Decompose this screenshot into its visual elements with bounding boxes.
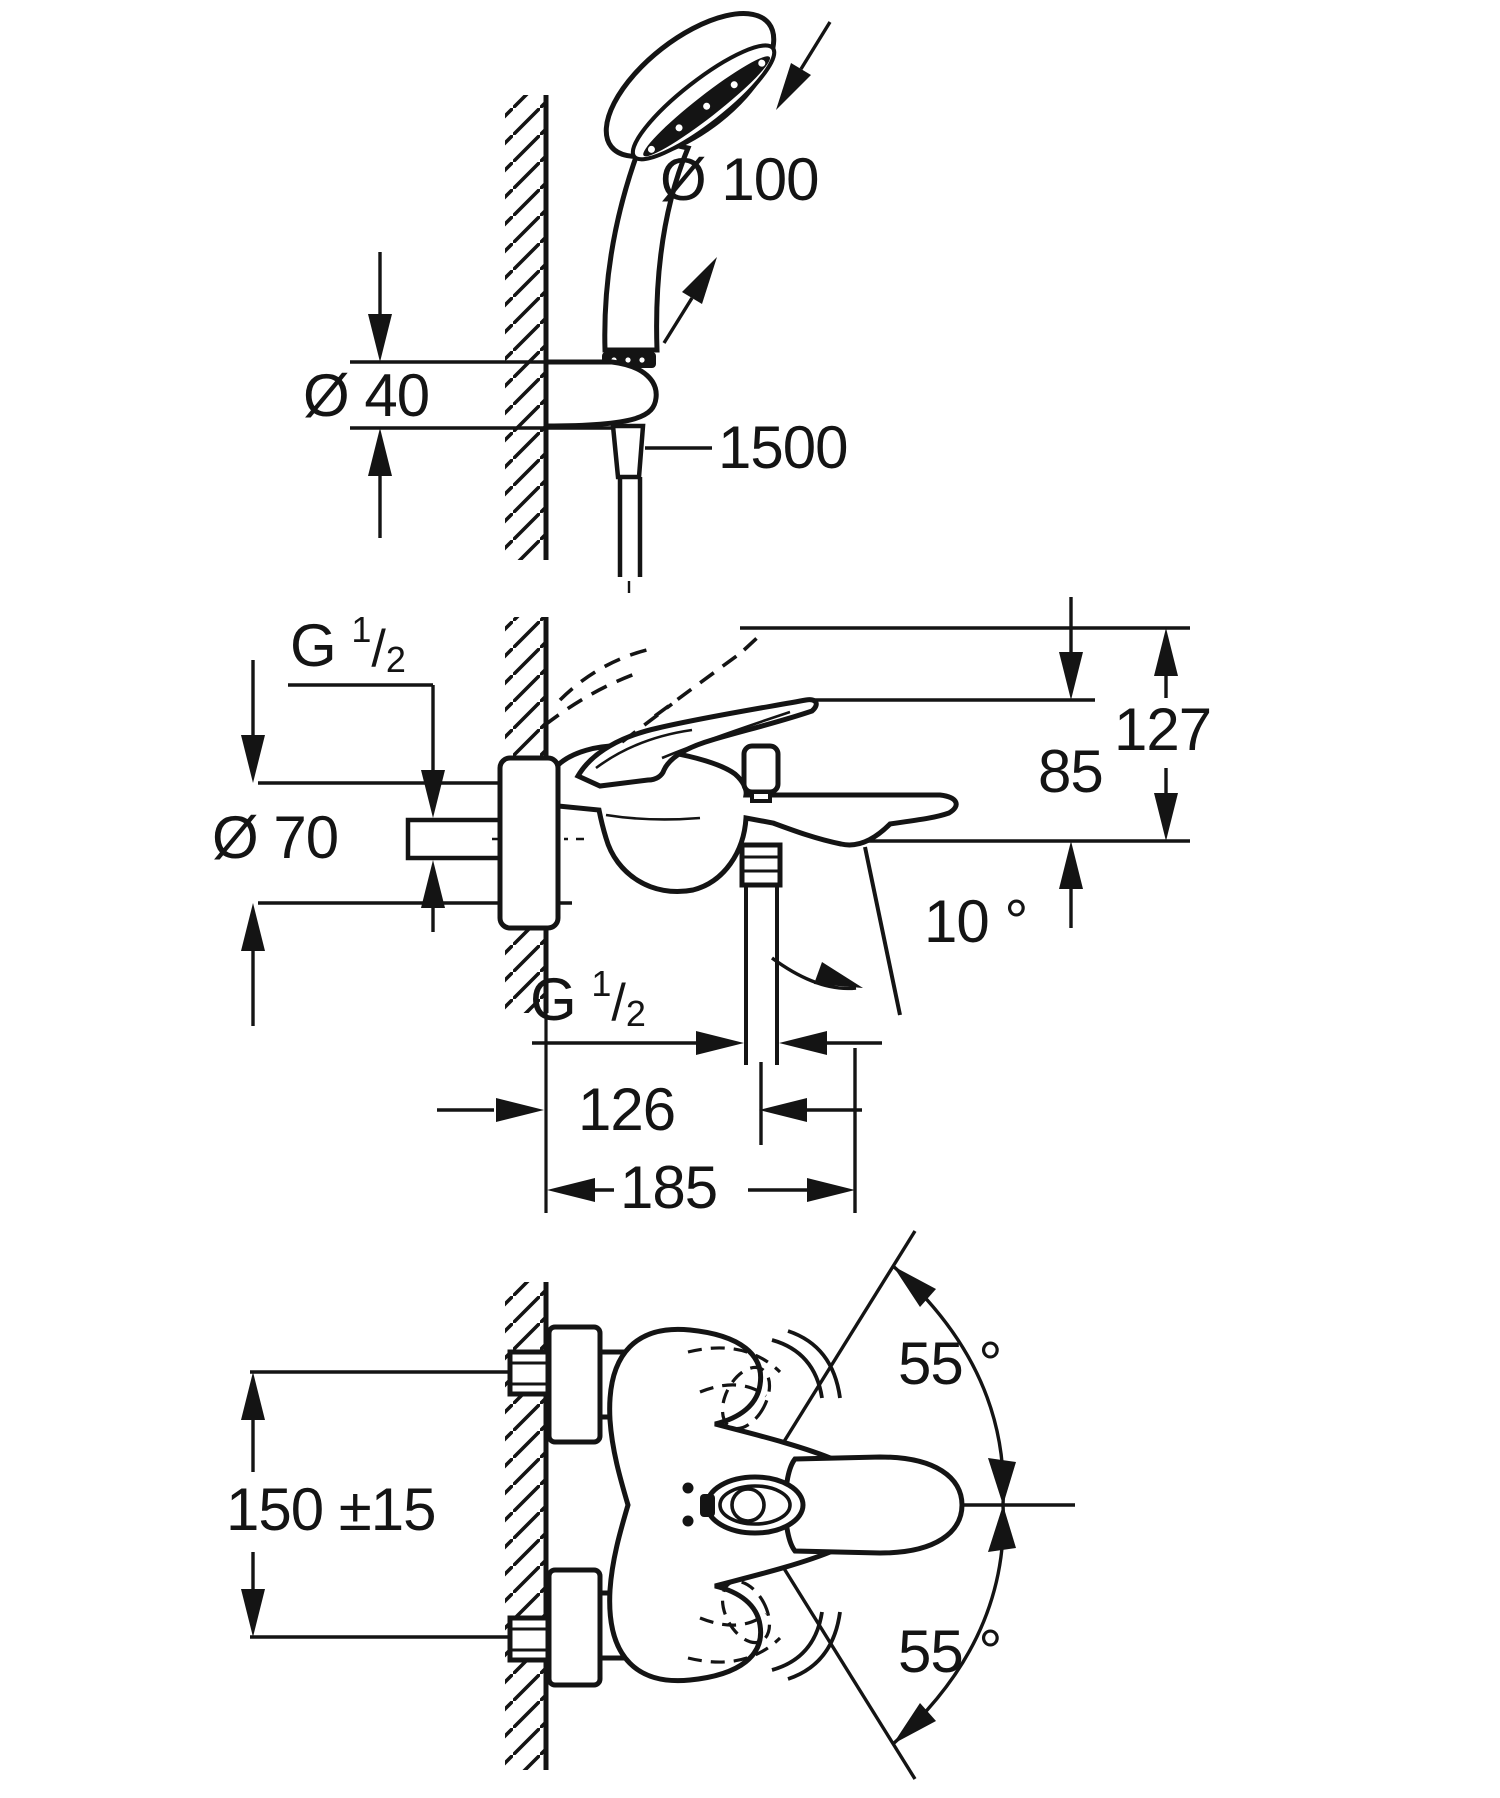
dim-label-bracket-diameter: Ø 40 (303, 362, 430, 429)
arrowheads-top-view (368, 63, 811, 476)
dim-label-connection-centres: 150 ±15 (226, 1476, 436, 1543)
shower-outlet (739, 842, 783, 888)
dim-label-hose-length: 1500 (718, 414, 848, 481)
wall-section-hatched (505, 95, 549, 1770)
hand-shower-view (350, 11, 832, 593)
mixer-body (555, 743, 959, 894)
shower-handle (602, 135, 692, 353)
shower-head (603, 11, 777, 162)
arrowheads-middle-view (241, 628, 1178, 1202)
dim-label-spray-angle: 10 ° (924, 888, 1028, 955)
dim-label-height-to-spout: 85 (1038, 738, 1104, 805)
dim-label-head-diameter: Ø 100 (660, 146, 819, 213)
wall-bracket (543, 359, 659, 429)
mixer-front-view (241, 1230, 1075, 1780)
dim-label-outlet-offset: 126 (578, 1076, 676, 1143)
lever-swing-dashed (687, 1346, 782, 1664)
escutcheon (497, 755, 561, 931)
outlet-hose (744, 885, 779, 1065)
lever-handle-raised-dashed (543, 636, 759, 744)
lever-handle-side (574, 697, 819, 789)
dim-label-thread-top: G 1/2 (290, 609, 406, 680)
arrowheads-bottom-view (241, 1266, 1016, 1744)
dim-label-thread-bottom: G 1/2 (530, 963, 646, 1034)
swing-arc-marks (771, 1329, 842, 1681)
dim-label-swing-lower: 55 ° (898, 1618, 1002, 1685)
diverter-knob (741, 743, 781, 795)
hose-connector (610, 423, 646, 480)
dim-label-spout-reach: 185 (620, 1154, 718, 1221)
lever-handle-front (782, 1454, 965, 1556)
dim-label-escutcheon-diameter: Ø 70 (212, 804, 339, 871)
shower-hose (617, 477, 643, 577)
mixer-side-view (241, 597, 1190, 1213)
dim-label-height-total: 127 (1114, 696, 1212, 763)
dim-label-swing-upper: 55 ° (898, 1330, 1002, 1397)
